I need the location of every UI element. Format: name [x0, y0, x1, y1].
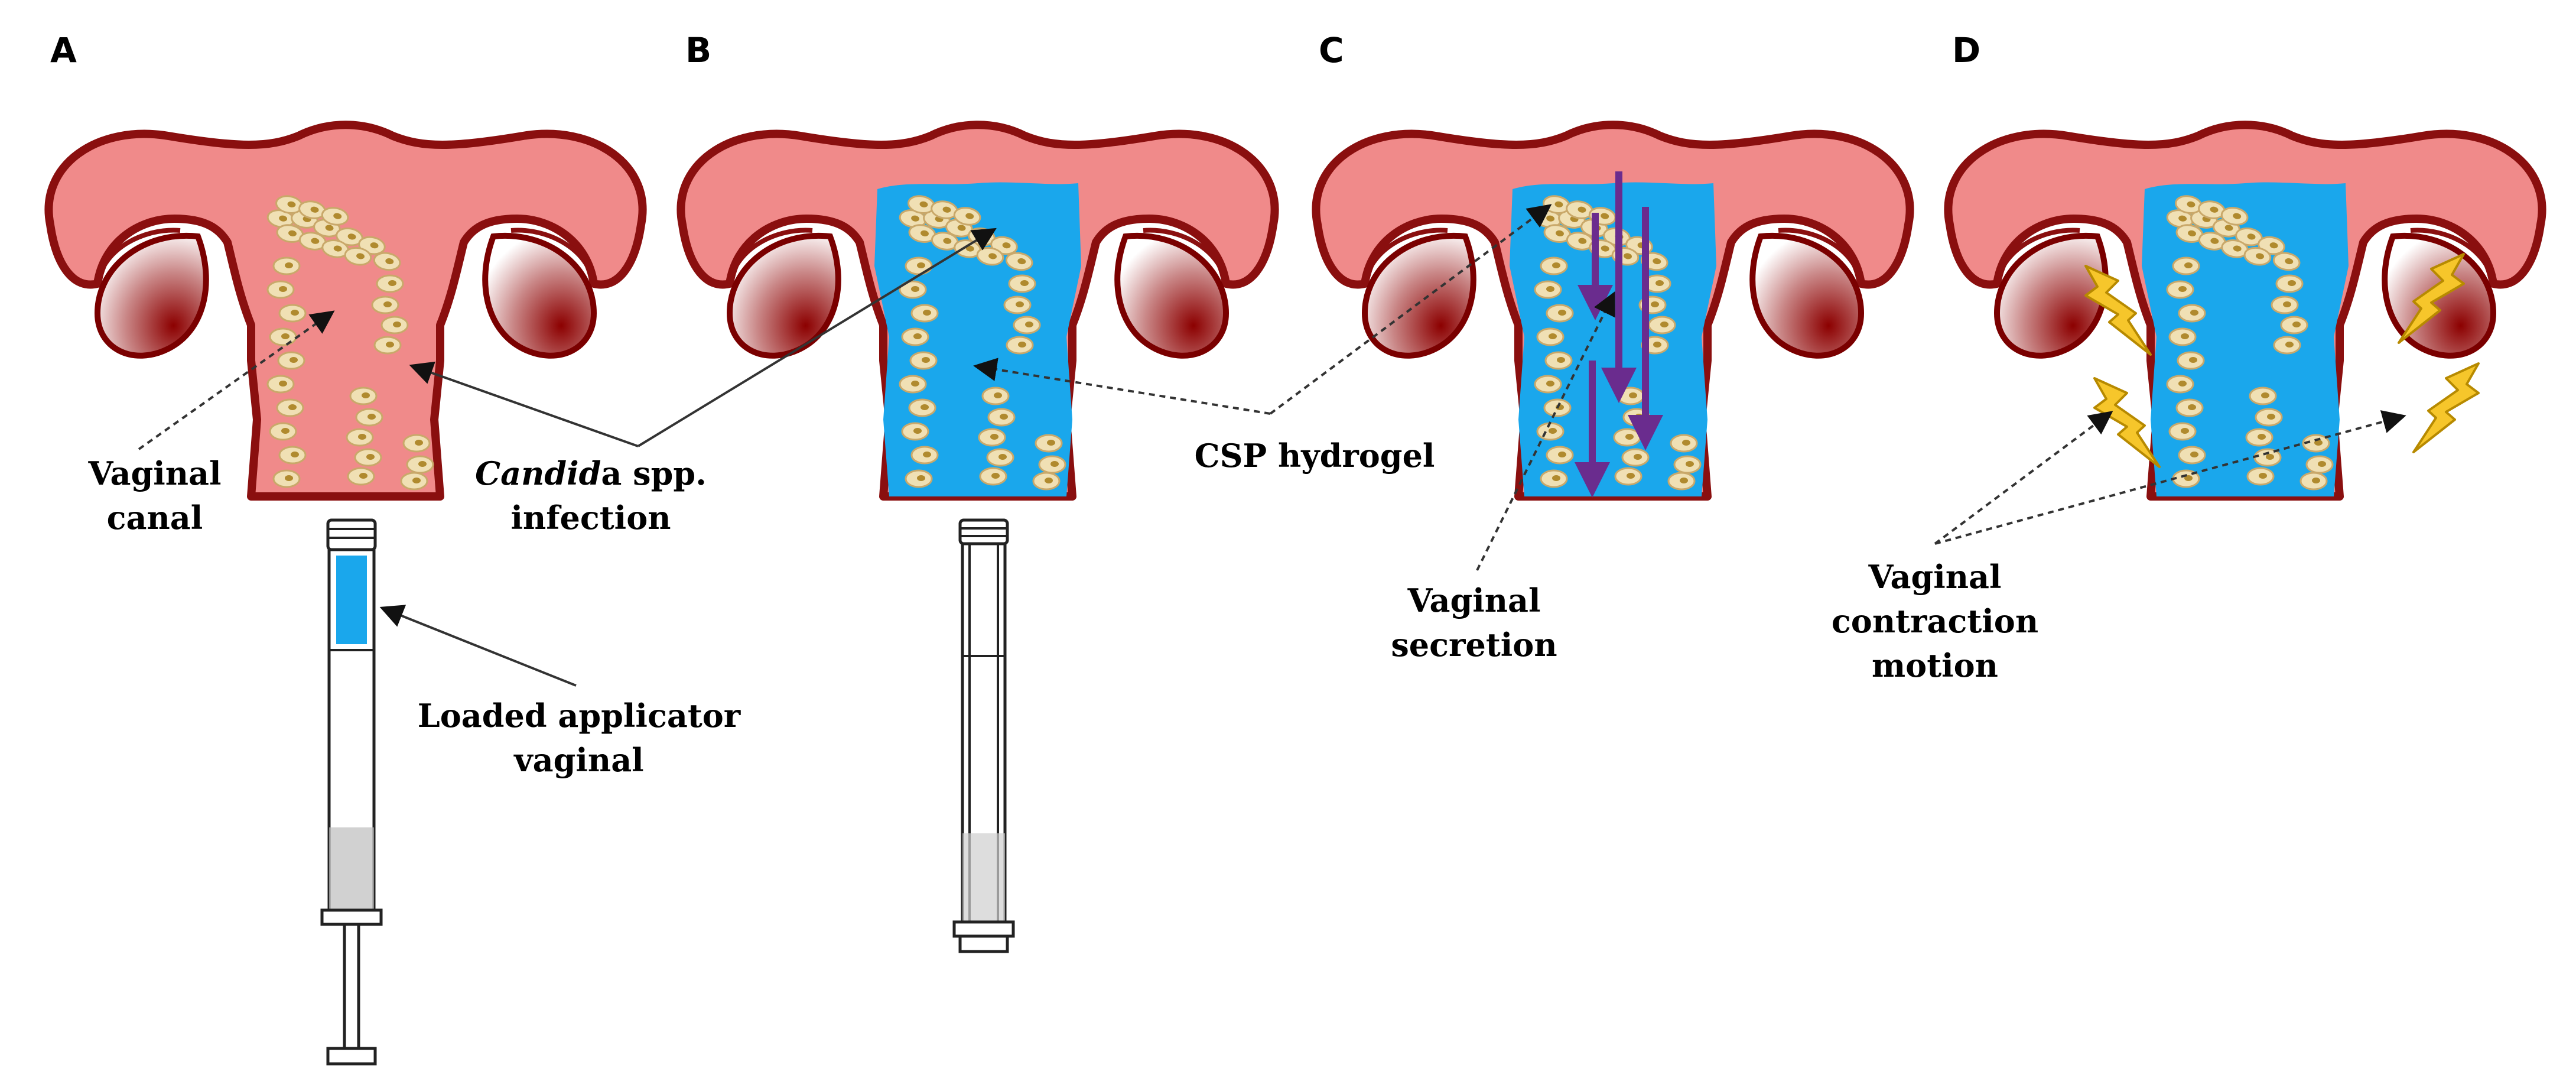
- svg-text:Candida spp.: Candida spp.: [475, 454, 707, 492]
- svg-text:infection: infection: [511, 499, 671, 537]
- label-csp-hydrogel: CSP hydrogel: [1195, 437, 1435, 475]
- svg-text:contraction: contraction: [1832, 602, 2038, 640]
- panel-b-uterus: [681, 125, 1274, 496]
- panel-letter-c: C: [1319, 30, 1344, 70]
- svg-text:canal: canal: [107, 499, 203, 537]
- panel-a-applicator: [320, 518, 383, 1066]
- svg-text:Vaginal: Vaginal: [1407, 582, 1541, 619]
- candida-italic: Candid: [475, 454, 601, 492]
- label-vaginal-canal: Vaginal canal: [88, 454, 222, 537]
- panel-letter-b: B: [685, 30, 711, 70]
- panel-letter-a: A: [50, 30, 77, 70]
- panel-letter-d: D: [1952, 30, 1980, 70]
- svg-text:Vaginal: Vaginal: [88, 454, 222, 492]
- candida-rest: a spp.: [601, 454, 707, 492]
- label-vaginal-secretion: Vaginal secretion: [1391, 582, 1557, 664]
- svg-text:Loaded applicator: Loaded applicator: [418, 697, 741, 735]
- svg-text:Vaginal: Vaginal: [1868, 558, 2002, 596]
- panel-a-uterus: [48, 125, 642, 496]
- svg-text:secretion: secretion: [1391, 626, 1557, 664]
- panel-b-applicator: [952, 518, 1015, 953]
- label-loaded-applicator: Loaded applicator vaginal: [418, 697, 741, 779]
- label-vaginal-contraction: Vaginal contraction motion: [1832, 558, 2038, 684]
- svg-text:vaginal: vaginal: [513, 741, 643, 779]
- panel-d-uterus: [1948, 125, 2542, 496]
- svg-text:CSP hydrogel: CSP hydrogel: [1195, 437, 1435, 475]
- svg-text:motion: motion: [1872, 647, 1998, 684]
- lightning-bolt-icon: [2412, 362, 2480, 453]
- label-candida-infection: Candida spp. infection: [475, 454, 707, 537]
